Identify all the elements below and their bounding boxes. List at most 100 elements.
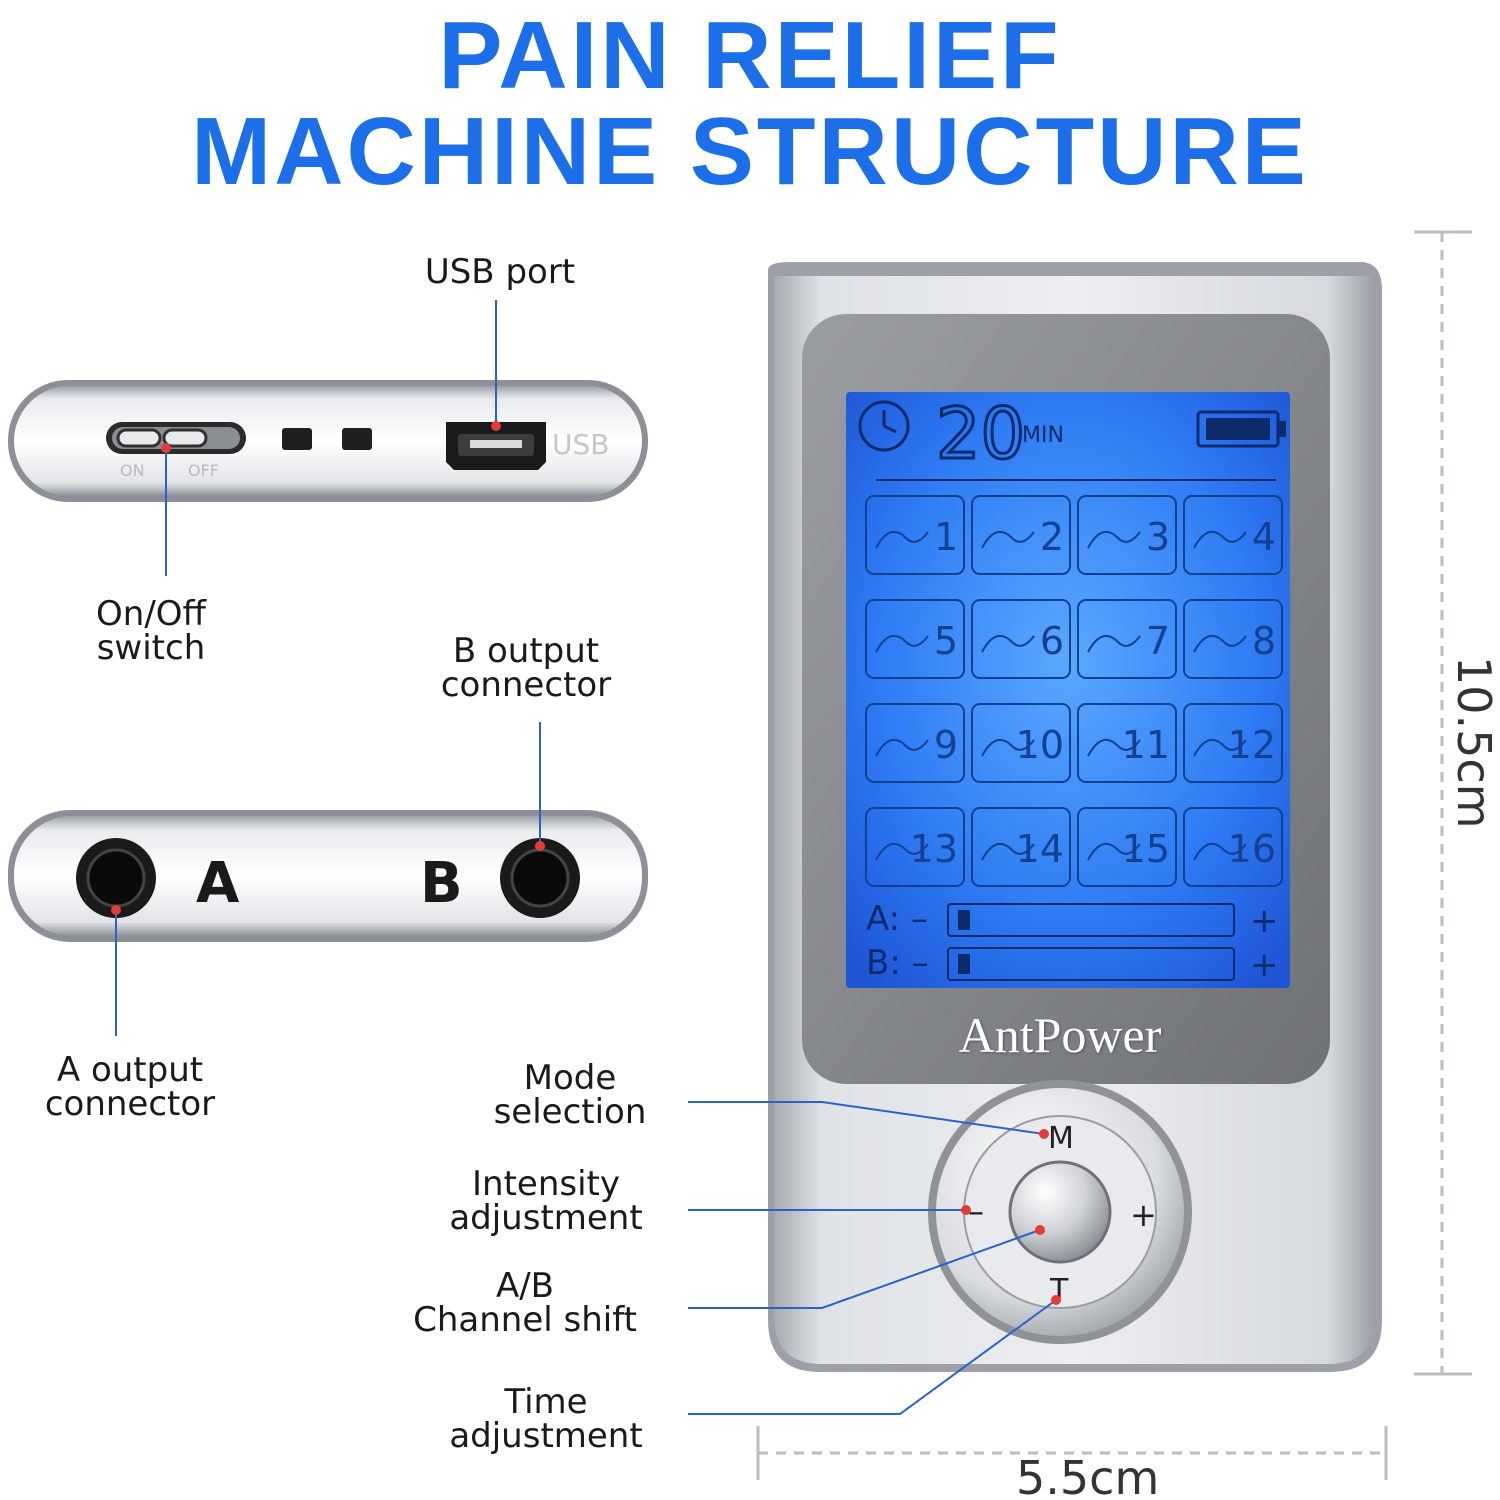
mode-cell-8: 8 bbox=[1183, 599, 1283, 679]
b-output-label-2: connector bbox=[440, 665, 612, 705]
leader-lines bbox=[115, 300, 1057, 1415]
mode-number: 15 bbox=[1122, 827, 1170, 871]
body-part-icon bbox=[1087, 530, 1141, 549]
mode-button[interactable]: M bbox=[1048, 1121, 1074, 1156]
control-dial bbox=[928, 1080, 1192, 1344]
mode-number: 12 bbox=[1228, 723, 1276, 767]
indicator-2 bbox=[342, 428, 372, 450]
height-dimension-label: 10.5cm bbox=[1447, 656, 1500, 829]
body-part-icon bbox=[981, 530, 1035, 549]
mode-number: 10 bbox=[1016, 723, 1064, 767]
intensity-label-2: adjustment bbox=[449, 1198, 643, 1238]
mode-number: 7 bbox=[1146, 619, 1170, 663]
ab-channel-shift-button[interactable] bbox=[1008, 1160, 1112, 1264]
body-part-icon bbox=[1193, 738, 1247, 757]
indicator-1 bbox=[282, 428, 312, 450]
mode-cell-12: 12 bbox=[1183, 703, 1283, 783]
mode-cell-2: 2 bbox=[971, 495, 1071, 575]
mode-cell-11: 11 bbox=[1077, 703, 1177, 783]
mode-cell-7: 7 bbox=[1077, 599, 1177, 679]
channel-b-plus: + bbox=[1250, 945, 1279, 985]
onoff-switch-label-1: On/Off bbox=[96, 594, 206, 634]
channel-a-plus: + bbox=[1250, 901, 1279, 941]
mode-number: 3 bbox=[1146, 515, 1170, 559]
mode-cell-3: 3 bbox=[1077, 495, 1177, 575]
body-part-icon bbox=[1087, 842, 1141, 861]
switch-off-text: OFF bbox=[188, 461, 219, 480]
channel-b-bar bbox=[947, 947, 1235, 981]
body-part-icon bbox=[1193, 842, 1247, 861]
port-b-jack[interactable] bbox=[500, 838, 580, 918]
onoff-switch[interactable] bbox=[106, 422, 246, 454]
minus-button[interactable]: – bbox=[968, 1192, 984, 1230]
body-part-icon bbox=[981, 634, 1035, 653]
mode-number: 4 bbox=[1252, 515, 1276, 559]
brand-logo-text: AntPower bbox=[958, 1007, 1162, 1063]
mode-number: 2 bbox=[1040, 515, 1064, 559]
mode-cell-6: 6 bbox=[971, 599, 1071, 679]
a-output-label-1: A output bbox=[56, 1050, 204, 1090]
mode-number: 13 bbox=[910, 827, 958, 871]
usb-text: USB bbox=[552, 428, 609, 461]
mode-number: 1 bbox=[934, 515, 958, 559]
mode-selection-label-1: Mode bbox=[523, 1058, 617, 1098]
mode-cell-15: 15 bbox=[1077, 807, 1177, 887]
body-part-icon bbox=[1193, 530, 1247, 549]
body-part-icon bbox=[875, 842, 929, 861]
mode-number: 11 bbox=[1122, 723, 1170, 767]
switch-on-text: ON bbox=[120, 461, 145, 480]
title-line-2: MACHINE STRUCTURE bbox=[191, 98, 1309, 205]
lcd-screen bbox=[846, 392, 1290, 988]
mode-number: 14 bbox=[1016, 827, 1064, 871]
mode-number: 16 bbox=[1228, 827, 1276, 871]
time-adjust-label-2: adjustment bbox=[449, 1416, 643, 1456]
body-part-icon bbox=[875, 634, 929, 653]
usb-port[interactable] bbox=[446, 422, 546, 470]
body-part-icon bbox=[981, 842, 1035, 861]
plus-button[interactable]: + bbox=[1130, 1196, 1157, 1234]
port-a-jack[interactable] bbox=[76, 838, 156, 918]
b-output-label-1: B output bbox=[452, 631, 600, 671]
marker-dots bbox=[111, 421, 1061, 1305]
mode-number: 8 bbox=[1252, 619, 1276, 663]
timer-unit: MIN bbox=[1022, 423, 1064, 448]
usb-port-label: USB port bbox=[424, 252, 576, 292]
mode-cell-9: 9 bbox=[865, 703, 965, 783]
title-line-1: PAIN RELIEF bbox=[438, 2, 1062, 109]
mode-number: 5 bbox=[934, 619, 958, 663]
timer-digits: 20 bbox=[936, 393, 1025, 475]
time-adjust-label-1: Time bbox=[504, 1382, 588, 1422]
mode-cell-13: 13 bbox=[865, 807, 965, 887]
body-part-icon bbox=[1087, 738, 1141, 757]
mode-cell-1: 1 bbox=[865, 495, 965, 575]
intensity-label-1: Intensity bbox=[472, 1164, 620, 1204]
ab-shift-label-1: A/B bbox=[495, 1266, 555, 1306]
channel-a-bar bbox=[947, 903, 1235, 937]
bottom-edge-view: A B bbox=[8, 810, 648, 942]
battery-icon bbox=[1196, 410, 1286, 448]
a-output-label-2: connector bbox=[44, 1084, 216, 1124]
port-a-letter: A bbox=[196, 851, 240, 916]
top-edge-view: ON OFF USB bbox=[8, 380, 648, 502]
mode-selection-label-2: selection bbox=[493, 1092, 647, 1132]
mode-number: 6 bbox=[1040, 619, 1064, 663]
mode-cell-4: 4 bbox=[1183, 495, 1283, 575]
body-part-icon bbox=[875, 530, 929, 549]
mode-cell-5: 5 bbox=[865, 599, 965, 679]
clock-icon bbox=[858, 400, 910, 452]
mode-cell-10: 10 bbox=[971, 703, 1071, 783]
ab-shift-label-2: Channel shift bbox=[413, 1300, 637, 1340]
body-part-icon bbox=[1087, 634, 1141, 653]
onoff-switch-label-2: switch bbox=[96, 628, 206, 668]
body-part-icon bbox=[981, 738, 1035, 757]
port-b-letter: B bbox=[420, 851, 463, 916]
channel-b-label: B: – bbox=[866, 943, 929, 983]
mode-cell-16: 16 bbox=[1183, 807, 1283, 887]
height-dimension bbox=[1414, 230, 1472, 1376]
channel-a-label: A: – bbox=[866, 899, 928, 939]
width-dimension bbox=[756, 1426, 1388, 1480]
body-part-icon bbox=[875, 738, 929, 757]
